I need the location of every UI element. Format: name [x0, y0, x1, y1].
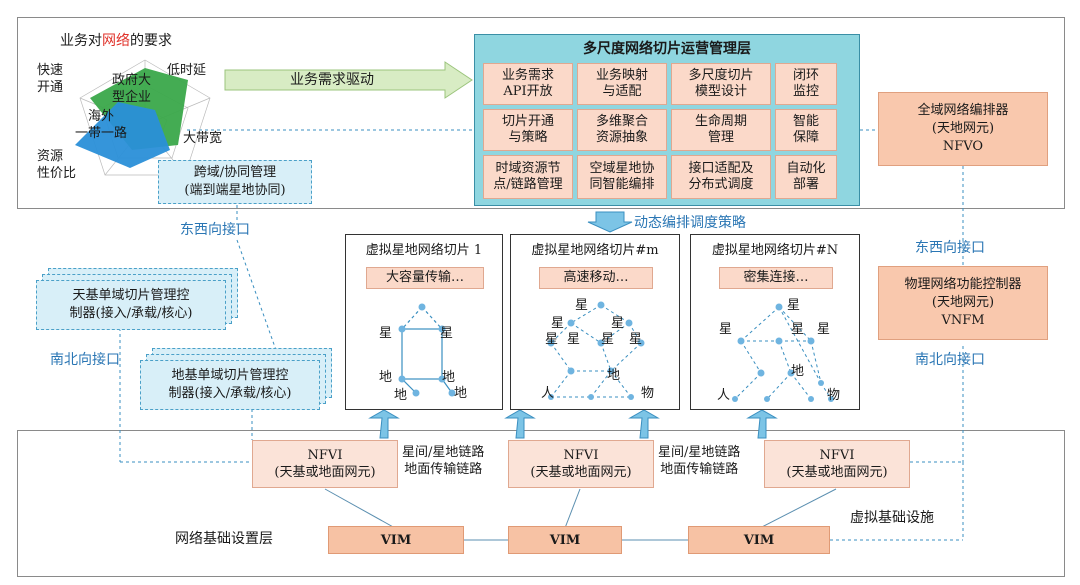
radar-chart [75, 59, 211, 176]
slice-m-label: 高速移动… [539, 267, 653, 289]
nfvi-box-3: NFVI (天基或地面网元) [764, 440, 910, 488]
line-nfvi3-vim3 [759, 488, 837, 529]
node-label: 人 [717, 388, 731, 403]
mgmt-cell: 时域资源节 点/链路管理 [483, 155, 573, 199]
radar-blue-label: 海外 一带一路 [75, 109, 128, 141]
slice-1: 虚拟星地网络切片 1 大容量传输… 星 星 地 地 地 地 [345, 234, 503, 410]
line-nfvi2-vim2 [564, 488, 581, 529]
node-label: 星 [551, 316, 565, 331]
node-label: 星 [440, 326, 454, 341]
mgmt-cell: 闭环 监控 [775, 63, 837, 105]
slice-n-title: 虚拟星地网络切片#N [711, 243, 839, 258]
slice-operation-layer: 多尺度网络切片运营管理层 业务需求 API开放 业务映射 与适配 多尺度切片 模… [474, 34, 860, 206]
node-label: 星 [719, 322, 733, 337]
mgmt-cell: 智能 保障 [775, 109, 837, 151]
arrow-up-slice2a [504, 409, 536, 439]
mgmt-cell: 切片开通 与策略 [483, 109, 573, 151]
mgmt-cell: 接口适配及 分布式调度 [671, 155, 771, 199]
node-label: 物 [641, 386, 655, 401]
slice-1-title: 虚拟星地网络切片 1 [365, 243, 483, 258]
slice-1-graph [398, 303, 456, 397]
slice-m: 虚拟星地网络切片#m 高速移动… 星 星 星 星 星 星 星 地 人 物 [510, 234, 680, 410]
slice-m-title: 虚拟星地网络切片#m [531, 243, 659, 258]
node-label: 星 [817, 322, 831, 337]
vim-box-1: VIM [328, 526, 464, 554]
radar-title: 业务对网络的要求 [60, 30, 210, 50]
vim-box-2: VIM [508, 526, 622, 554]
mgmt-cell: 业务需求 API开放 [483, 63, 573, 105]
radar-grid-outer [79, 59, 211, 176]
ground-domain-controller: 地基单域切片管理控 制器(接入/承载/核心) [140, 360, 320, 410]
node-label: 人 [541, 386, 555, 401]
node-label: 星 [629, 332, 643, 347]
radar-axis-bandwidth: 大带宽 [183, 131, 223, 146]
mgmt-cell: 自动化 部署 [775, 155, 837, 199]
node-label: 星 [575, 298, 589, 313]
drive-label: 业务需求驱动 [290, 72, 374, 88]
mgmt-cell: 空域星地协 同智能编排 [577, 155, 667, 199]
mgmt-cell: 多尺度切片 模型设计 [671, 63, 771, 105]
south-north-right: 南北向接口 [915, 352, 985, 368]
node-label: 星 [379, 326, 393, 341]
arrow-up-slice1 [368, 409, 400, 439]
drive-arrow [224, 61, 473, 99]
mgmt-cell: 多维聚合 资源抽象 [577, 109, 667, 151]
slice-n-graph [732, 303, 834, 402]
mgmt-cell: 业务映射 与适配 [577, 63, 667, 105]
link-label-2: 星间/星地链路 地面传输链路 [658, 445, 741, 477]
node-label: 星 [601, 332, 615, 347]
node-label: 星 [787, 298, 801, 313]
node-label: 地 [607, 368, 621, 383]
node-label: 地 [379, 370, 393, 385]
slice-n: 虚拟星地网络切片#N 密集连接… 星 星 星 星 地 人 物 [690, 234, 860, 410]
vim-box-3: VIM [688, 526, 830, 554]
south-north-left: 南北向接口 [50, 352, 120, 368]
virtual-infra-label: 虚拟基础设施 [850, 510, 934, 526]
node-label: 地 [442, 370, 456, 385]
radar-axis-fast: 快速 开通 [37, 63, 64, 95]
cross-domain-box: 跨域/协同管理 (端到端星地协同) [158, 160, 312, 204]
nfvo-box: 全域网络编排器 (天地网元) NFVO [878, 92, 1048, 166]
node-label: 物 [827, 388, 841, 403]
line-nfvi1-vim1 [324, 488, 396, 529]
infrastructure-panel [17, 430, 1065, 577]
arrow-down-dynamic [587, 211, 633, 233]
radar-axis-latency: 低时延 [167, 63, 207, 78]
radar-title-highlight: 网络 [102, 33, 130, 49]
top-panel [17, 17, 1065, 209]
slice-m-graph [547, 301, 645, 400]
east-west-left: 东西向接口 [180, 222, 250, 238]
node-label: 地 [454, 386, 468, 401]
node-label: 星 [791, 322, 805, 337]
vnfm-box: 物理网络功能控制器 (天地网元) VNFM [878, 266, 1048, 340]
node-label: 地 [394, 388, 408, 403]
slice-n-label: 密集连接… [719, 267, 833, 289]
east-west-right: 东西向接口 [915, 240, 985, 256]
radar-green-label: 政府大 型企业 [112, 73, 152, 105]
connector-cross-ground [236, 239, 277, 351]
node-label: 星 [567, 332, 581, 347]
mgmt-title: 多尺度网络切片运营管理层 [583, 41, 751, 57]
nfvi-box-2: NFVI (天基或地面网元) [508, 440, 654, 488]
link-label-1: 星间/星地链路 地面传输链路 [402, 445, 485, 477]
space-domain-controller: 天基单域切片管理控 制器(接入/承载/核心) [36, 280, 226, 330]
dynamic-label: 动态编排调度策略 [634, 215, 746, 231]
radar-title-text: 业务对网络的要求 [60, 33, 172, 49]
radar-blue-area [75, 102, 170, 168]
node-label: 星 [611, 316, 625, 331]
node-label: 地 [791, 364, 805, 379]
arrow-up-slice2b [628, 409, 660, 439]
nfvi-box-1: NFVI (天基或地面网元) [252, 440, 398, 488]
radar-axis-cost: 资源 性价比 [37, 149, 77, 181]
mgmt-cell: 生命周期 管理 [671, 109, 771, 151]
slice-1-label: 大容量传输… [366, 267, 484, 289]
node-label: 星 [545, 332, 559, 347]
arrow-up-slice3 [746, 409, 778, 439]
infra-layer-label: 网络基础设置层 [175, 531, 273, 547]
